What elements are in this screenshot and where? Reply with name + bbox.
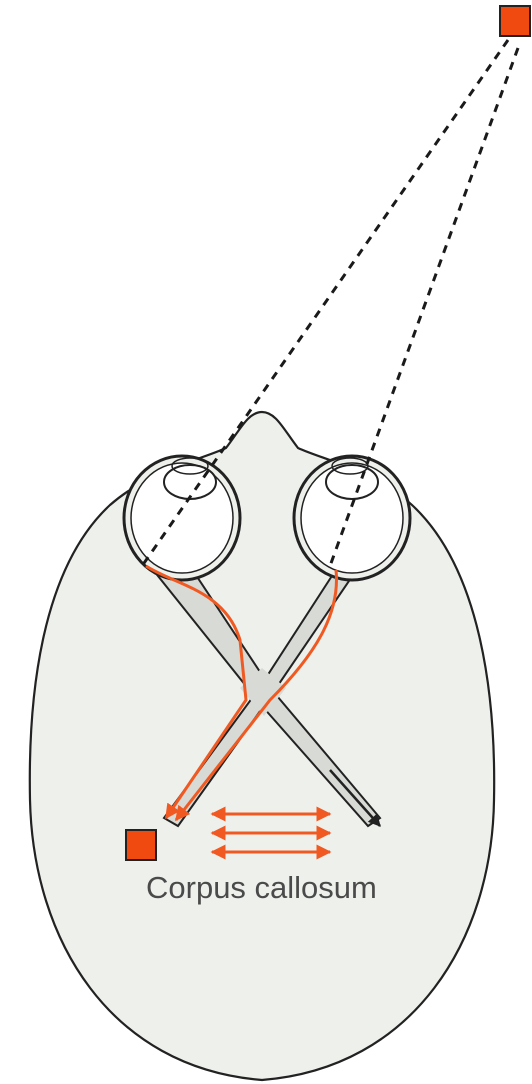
left-eye-lens — [164, 465, 216, 499]
left-eye — [124, 456, 240, 580]
sight-line-right-eye — [330, 48, 518, 566]
perceived-square-icon — [126, 830, 156, 860]
right-eye — [294, 456, 410, 580]
corpus-callosum-label: Corpus callosum — [146, 870, 377, 905]
head-outline — [30, 412, 494, 1080]
stimulus-square-icon — [500, 6, 530, 36]
